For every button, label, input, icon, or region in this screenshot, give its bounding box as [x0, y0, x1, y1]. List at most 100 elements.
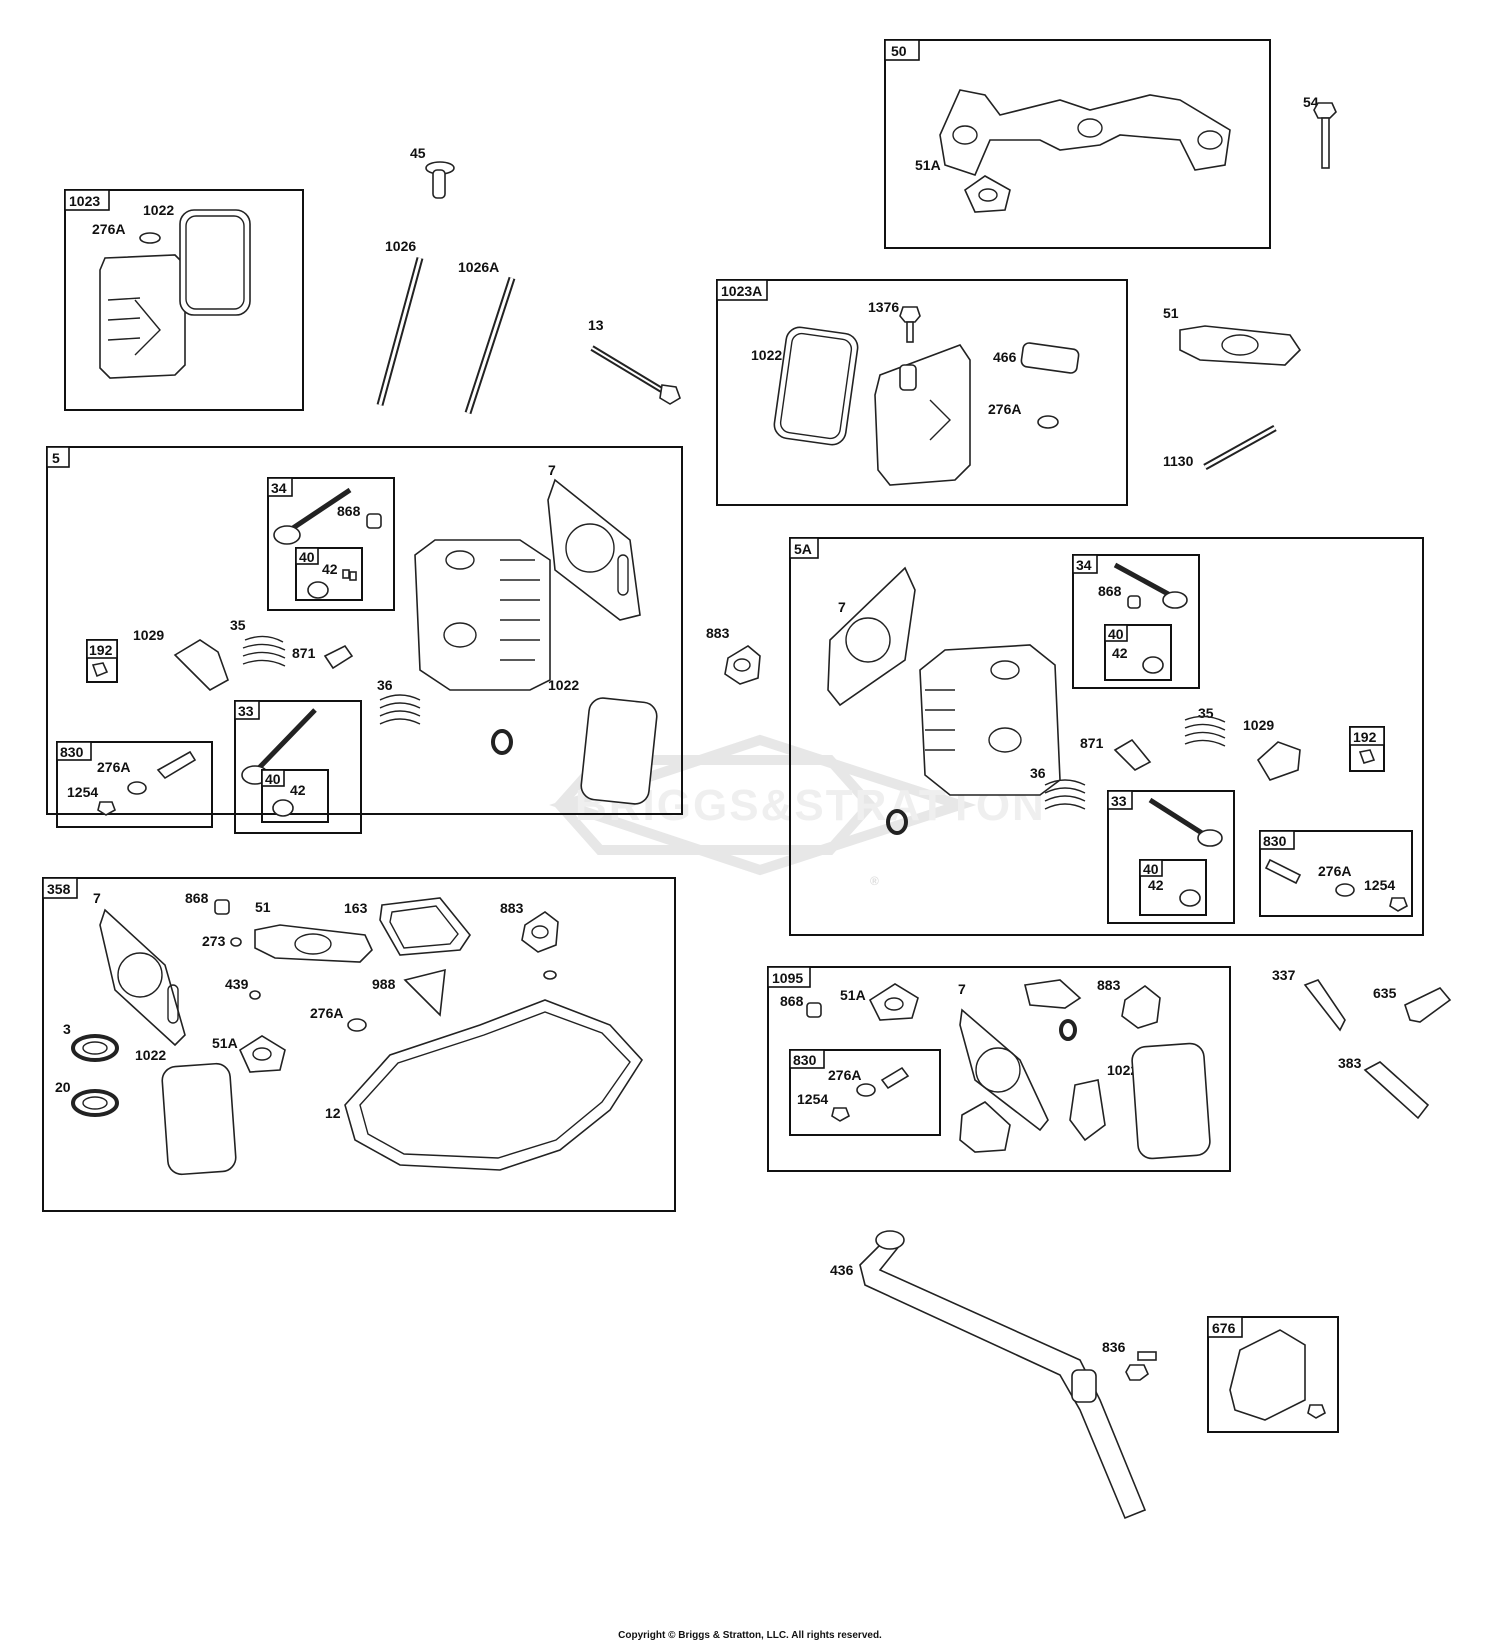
group-tag-40-a: 40	[299, 549, 315, 565]
label-883-c: 883	[1097, 977, 1121, 993]
group-tag-34-b: 34	[1076, 557, 1092, 573]
label-54: 54	[1303, 94, 1319, 110]
bolt-1376	[906, 321, 914, 343]
boot-635	[1404, 987, 1452, 1023]
head-gasket-7-c	[99, 908, 186, 1047]
copyright-text: Copyright © Briggs & Stratton, LLC. All …	[618, 1630, 882, 1641]
label-42-a: 42	[322, 561, 338, 577]
group-tag-830-a: 830	[60, 744, 84, 760]
gasket-51-b	[254, 924, 373, 963]
label-1022-a: 1022	[143, 202, 174, 218]
gasket-51-rod-1130: 51 1130	[1163, 305, 1302, 471]
part-871-b	[1113, 738, 1152, 771]
group-tag-5a: 5A	[794, 541, 812, 557]
loose-parts-top: 45 1026 1026A 13	[376, 145, 681, 415]
spring-35-a	[242, 635, 286, 667]
gasket-163	[379, 897, 471, 956]
gasket-51-a	[1179, 325, 1302, 366]
watermark-registered: ®	[870, 874, 879, 888]
rocker-arm-1029-b	[1256, 741, 1301, 781]
label-883-a: 883	[706, 625, 730, 641]
bolt-54	[1321, 117, 1330, 169]
label-42-b: 42	[290, 782, 306, 798]
group-tag-1023a: 1023A	[721, 283, 762, 299]
head-gasket-7-b	[827, 566, 916, 707]
label-1022-e: 1022	[1107, 1062, 1138, 1078]
label-1376: 1376	[868, 299, 899, 315]
group-5a: 5A 7 34 868 40 42 35 1029 192 871 36	[789, 537, 1424, 936]
group-1023: 1023 1022 276A	[64, 189, 304, 411]
label-868-d: 868	[780, 993, 804, 1009]
crankcase-gasket-12	[344, 999, 644, 1171]
shield-676	[1229, 1329, 1306, 1421]
label-1022-b: 1022	[751, 347, 782, 363]
label-45: 45	[410, 145, 426, 161]
spring-36-a	[379, 694, 421, 725]
group-tag-830-c: 830	[793, 1052, 817, 1068]
group-50: 50 51A	[884, 39, 1271, 249]
group-tag-50: 50	[891, 43, 907, 59]
spring-35-b	[1184, 715, 1226, 747]
group-tag-40-d: 40	[1143, 861, 1159, 877]
label-42-d: 42	[1148, 877, 1164, 893]
label-276a-a: 276A	[92, 221, 125, 237]
seal-3	[71, 1034, 119, 1062]
gasket-883-a-group: 883	[706, 625, 761, 685]
gasket-466	[1020, 342, 1080, 374]
gasket-1022-d	[161, 1062, 237, 1176]
label-1026a: 1026A	[458, 259, 499, 275]
label-871-b: 871	[1080, 735, 1104, 751]
label-42-c: 42	[1112, 645, 1128, 661]
label-276a-b: 276A	[988, 401, 1021, 417]
label-1026: 1026	[385, 238, 416, 254]
label-7-a: 7	[548, 462, 556, 478]
group-tag-34-a: 34	[271, 480, 287, 496]
label-635: 635	[1373, 985, 1397, 1001]
label-1022-c: 1022	[548, 677, 579, 693]
loose-parts-right: 337 635 383	[1272, 967, 1452, 1120]
group-676: 676	[1207, 1316, 1339, 1433]
valve-cover-1023a	[874, 344, 971, 486]
label-20: 20	[55, 1079, 71, 1095]
seal-20	[71, 1089, 119, 1117]
tube-436	[859, 1239, 1147, 1520]
head-gasket-7-d	[959, 1008, 1049, 1132]
label-12: 12	[325, 1105, 341, 1121]
label-36-b: 36	[1030, 765, 1046, 781]
group-tag-40-b: 40	[265, 771, 281, 787]
label-276a-f: 276A	[828, 1067, 861, 1083]
group-tag-676: 676	[1212, 1320, 1236, 1336]
label-868-b: 868	[1098, 583, 1122, 599]
gasket-1022-a	[179, 209, 251, 316]
label-13: 13	[588, 317, 604, 333]
label-383: 383	[1338, 1055, 1362, 1071]
tube-436-group: 436 836	[830, 1230, 1157, 1520]
part-383	[1363, 1061, 1430, 1120]
label-51a-c: 51A	[840, 987, 866, 1003]
gasket-883-a	[724, 645, 761, 685]
gasket-51a-a	[963, 175, 1011, 213]
label-868-c: 868	[185, 890, 209, 906]
group-tag-1023: 1023	[69, 193, 100, 209]
label-1029-b: 1029	[1243, 717, 1274, 733]
label-276a-e: 276A	[310, 1005, 343, 1021]
label-7-d: 7	[958, 981, 966, 997]
gasket-51a-c	[868, 983, 919, 1021]
group-tag-830-b: 830	[1263, 833, 1287, 849]
label-988: 988	[372, 976, 396, 992]
gasket-883-b	[521, 911, 559, 953]
gasket-1022-c	[580, 697, 658, 805]
label-436: 436	[830, 1262, 854, 1278]
group-5: 5 34 868 40 42 7 192 1029 35	[46, 446, 683, 834]
spring-36-b	[1044, 779, 1086, 810]
label-871-a: 871	[292, 645, 316, 661]
group-tag-40-c: 40	[1108, 626, 1124, 642]
label-51a-a: 51A	[915, 157, 941, 173]
label-836: 836	[1102, 1339, 1126, 1355]
label-439: 439	[225, 976, 249, 992]
gasket-1022-b	[773, 326, 859, 446]
plate-988	[403, 968, 446, 1017]
group-tag-5: 5	[52, 450, 60, 466]
bolt-54-group: 54	[1303, 94, 1337, 169]
exhaust-manifold-50	[939, 89, 1231, 176]
